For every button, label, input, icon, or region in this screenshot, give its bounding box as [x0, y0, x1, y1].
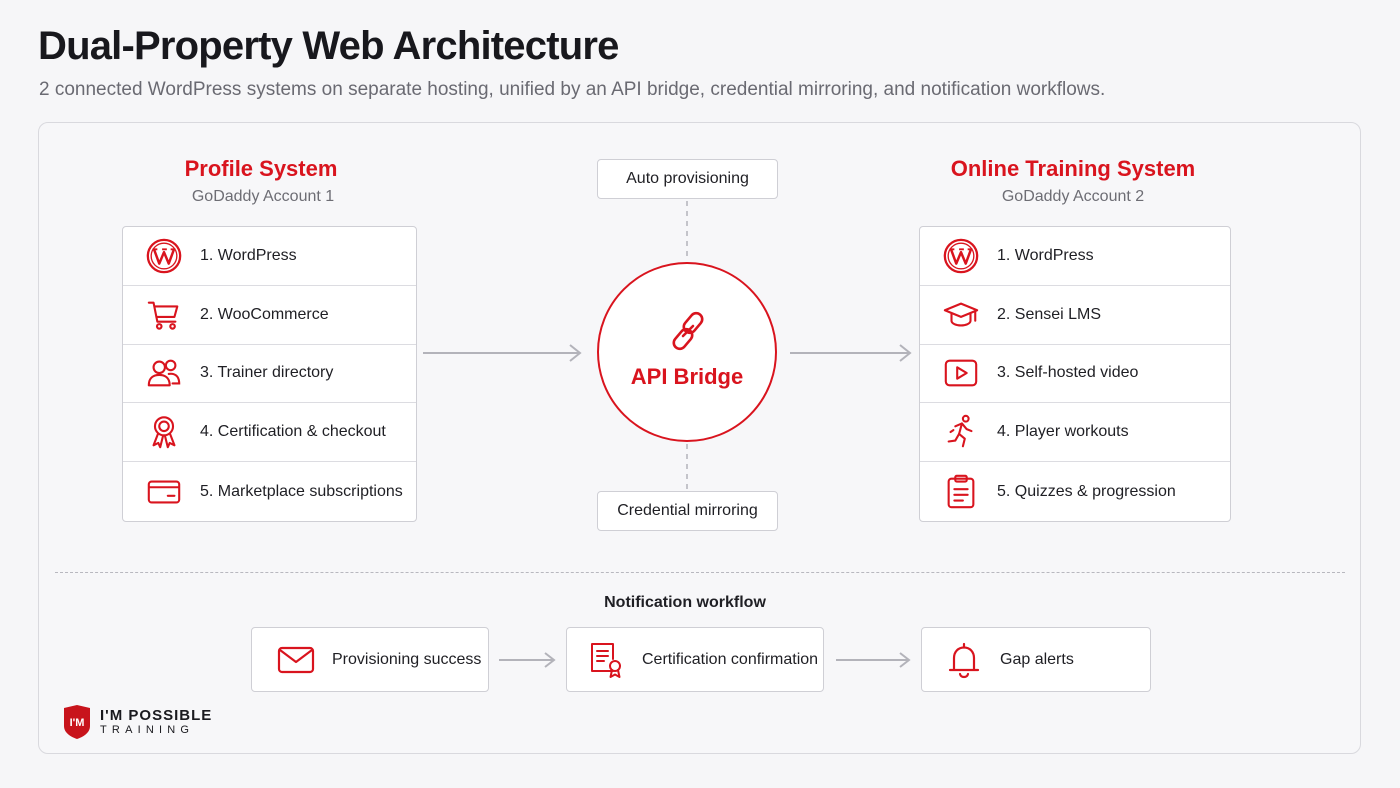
list-item: 4. Player workouts [920, 403, 1230, 463]
credential-mirroring-label: Credential mirroring [617, 502, 758, 519]
notification-step-label: Gap alerts [1000, 650, 1074, 668]
list-item: 3. Trainer directory [123, 345, 416, 404]
api-bridge-label: API Bridge [630, 364, 744, 389]
list-item: 4. Certification & checkout [123, 403, 416, 463]
list-item-label: 2. Sensei LMS [997, 305, 1102, 323]
notification-workflow-title: Notification workflow [604, 594, 766, 611]
list-item: 5. Quizzes & progression [920, 462, 1230, 521]
notification-arrow-1 [499, 652, 556, 668]
notification-step-certification: Certification confirmation [566, 627, 824, 692]
award-icon [142, 410, 186, 454]
profile-system-list: 1. WordPress 2. WooCommerce 3. Trainer d… [122, 226, 417, 522]
bell-icon [942, 638, 986, 682]
wordpress-icon [939, 234, 983, 278]
top-tag-connector [686, 201, 688, 261]
list-item-label: 2. WooCommerce [200, 305, 329, 323]
list-item-label: 3. Self-hosted video [997, 364, 1139, 382]
auto-provisioning-label: Auto provisioning [626, 170, 749, 187]
list-item: 2. Sensei LMS [920, 286, 1230, 345]
notification-step-label: Certification confirmation [642, 650, 819, 668]
auto-provisioning-tag: Auto provisioning [597, 159, 778, 199]
list-item-label: 4. Certification & checkout [200, 423, 386, 441]
link-icon [672, 311, 704, 351]
training-system-list: 1. WordPress 2. Sensei LMS 3. Self-hoste… [919, 226, 1231, 522]
training-system-subtitle: GoDaddy Account 2 [1001, 188, 1145, 205]
video-play-icon [939, 351, 983, 395]
list-item: 1. WordPress [123, 227, 416, 286]
card-icon [142, 470, 186, 514]
list-item-label: 1. WordPress [200, 246, 297, 264]
api-bridge-node: API Bridge [597, 262, 777, 442]
logo-tagline: TRAINING [100, 723, 195, 736]
cart-icon [142, 293, 186, 337]
clipboard-icon [939, 470, 983, 514]
list-item-label: 3. Trainer directory [200, 364, 334, 382]
list-item-label: 1. WordPress [997, 246, 1094, 264]
list-item-label: 4. Player workouts [997, 423, 1129, 441]
notification-step-provisioning: Provisioning success [251, 627, 489, 692]
credential-mirroring-tag: Credential mirroring [597, 491, 778, 531]
shield-logo-icon: I'M [64, 705, 90, 739]
svg-text:I'M: I'M [70, 717, 85, 729]
profile-system-title: Profile System [184, 156, 338, 181]
brand-logo: I'M I'M POSSIBLE TRAINING [62, 704, 212, 740]
runner-icon [939, 410, 983, 454]
notification-step-gap-alerts: Gap alerts [921, 627, 1151, 692]
profile-system-subtitle: GoDaddy Account 1 [191, 188, 335, 205]
bottom-tag-connector [686, 444, 688, 490]
bridge-to-right-arrow [790, 344, 912, 362]
list-item: 3. Self-hosted video [920, 345, 1230, 404]
wordpress-icon [142, 234, 186, 278]
graduation-cap-icon [939, 293, 983, 337]
section-divider [55, 572, 1345, 573]
notification-step-label: Provisioning success [332, 650, 482, 668]
users-icon [142, 351, 186, 395]
page-title: Dual-Property Web Architecture [38, 24, 619, 68]
certificate-icon [584, 638, 628, 682]
envelope-icon [274, 638, 318, 682]
logo-wordmark: I'M POSSIBLE [100, 706, 213, 724]
left-to-bridge-arrow [423, 344, 582, 362]
page-subtitle: 2 connected WordPress systems on separat… [39, 79, 1106, 100]
list-item: 2. WooCommerce [123, 286, 416, 345]
list-item: 5. Marketplace subscriptions [123, 462, 416, 521]
list-item-label: 5. Marketplace subscriptions [200, 482, 403, 500]
notification-arrow-2 [836, 652, 911, 668]
training-system-title: Online Training System [950, 156, 1196, 181]
list-item: 1. WordPress [920, 227, 1230, 286]
list-item-label: 5. Quizzes & progression [997, 482, 1176, 500]
